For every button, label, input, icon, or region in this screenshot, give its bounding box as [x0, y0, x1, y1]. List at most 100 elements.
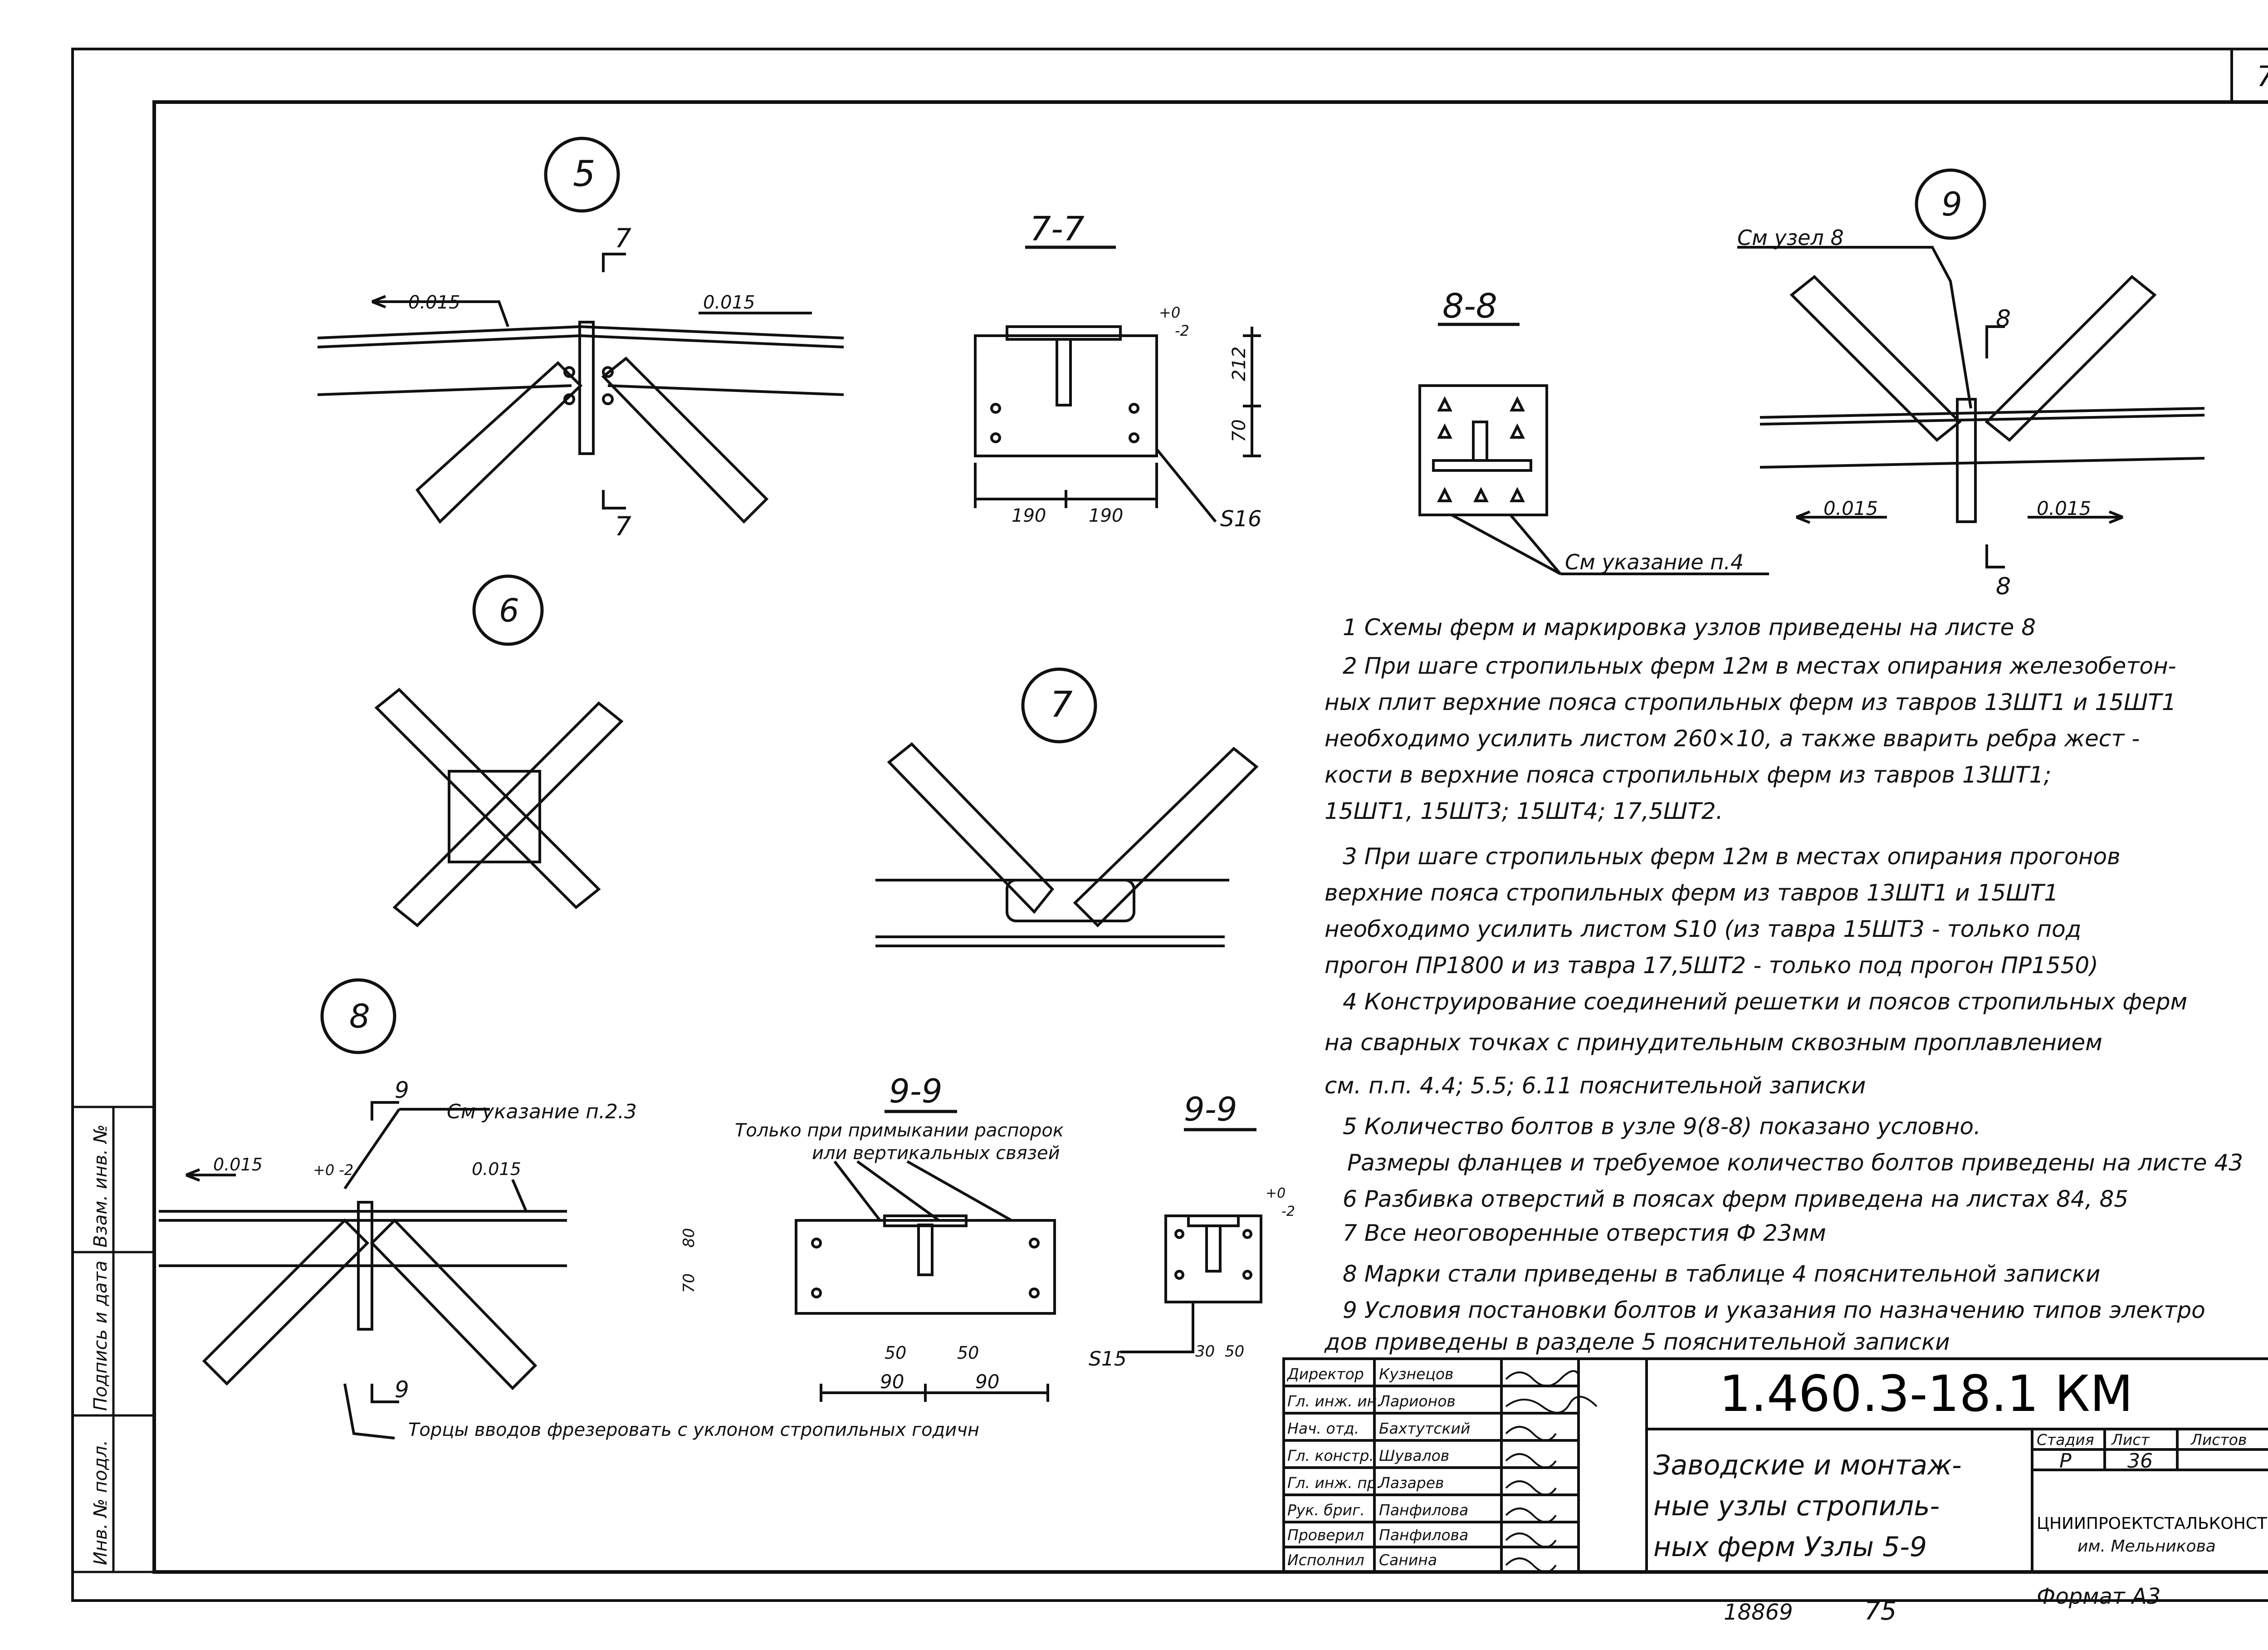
node-8-section-bottom: 9	[395, 1376, 409, 1403]
tb-name-2: Ларионов	[1378, 1392, 1456, 1410]
section-7-7-dim-3: 212	[1229, 347, 1250, 381]
tb-role-7: Проверил	[1287, 1526, 1364, 1544]
section-9-9b-dim-2: 50	[1225, 1342, 1244, 1361]
section-9-9b-tol-1: +0	[1266, 1185, 1286, 1201]
node-8-slope-right: 0.015	[472, 1159, 521, 1179]
sheet-value: 36	[2127, 1449, 2153, 1473]
note-line-7: 3 При шаге стропильных ферм 12м в местах…	[1343, 843, 2121, 870]
doc-code: 1.460.3-18.1 КМ	[1719, 1365, 2133, 1423]
note-line-20: дов приведены в разделе 5 пояснительной …	[1324, 1329, 1950, 1355]
sheet-frame	[71, 48, 2268, 1602]
notes-block: 1 Схемы ферм и маркировка узлов приведен…	[1324, 614, 2243, 1355]
section-9-9a-dim-2: 50	[957, 1343, 979, 1363]
section-7-7-plate: S16	[1220, 506, 1262, 532]
org-name: ЦНИИПРОЕКТСТАЛЬКОНСТРУКЦИЯ	[2037, 1514, 2268, 1533]
note-line-9: необходимо усилить листом S10 (из тавра …	[1325, 916, 2081, 942]
tb-role-8: Исполнил	[1287, 1551, 1364, 1569]
tb-role-6: Рук. бриг.	[1287, 1501, 1365, 1519]
stamp-num-1: 18869	[1724, 1600, 1793, 1625]
node-9-section-bottom: 8	[1996, 573, 2011, 600]
section-9-9b-tol-2: -2	[1281, 1204, 1295, 1219]
section-7-7-tol-1: +0	[1159, 304, 1180, 321]
node-8-slope-left: 0.015	[213, 1155, 263, 1175]
section-8-8-drawing	[1418, 323, 1769, 575]
node-8-drawing	[159, 978, 567, 1439]
tb-name-4: Шувалов	[1379, 1447, 1449, 1464]
section-8-8-title: 8-8	[1442, 287, 1497, 326]
section-7-7-dim-1: 190	[1012, 505, 1046, 526]
tb-name-7: Панфилова	[1379, 1526, 1468, 1544]
stage-label: Стадия	[2037, 1431, 2094, 1449]
note-line-12: на сварных точках с принудительным сквоз…	[1325, 1029, 2102, 1056]
note-line-16: 6 Разбивка отверстий в поясах ферм приве…	[1343, 1186, 2128, 1212]
node-5-slope-left: 0.015	[408, 292, 460, 313]
note-line-3: ных плит верхние пояса стропильных ферм …	[1325, 689, 2176, 715]
section-7-7-dim-4: 70	[1229, 419, 1250, 442]
section-9-9a-drawing	[795, 1110, 1056, 1402]
node-9-slope-left: 0.015	[1823, 497, 1878, 519]
node-9-ref: См узел 8	[1737, 225, 1844, 250]
node-9-drawing	[1737, 168, 2205, 568]
note-line-19: 9 Условия постановки болтов и указания п…	[1343, 1297, 2205, 1323]
node-6-label: 6	[499, 592, 519, 629]
section-9-9b-dim-1: 30	[1195, 1342, 1215, 1361]
side-stamp	[71, 1106, 156, 1573]
side-stamp-3: Инв. № подл.	[90, 1440, 111, 1565]
sheets-label: Листов	[2190, 1431, 2247, 1449]
section-7-7-title: 7-7	[1030, 210, 1085, 249]
section-9-9a-dim-6: 80	[680, 1228, 698, 1248]
section-9-9a-dim-4: 90	[975, 1371, 999, 1393]
section-9-9a-dim-5: 70	[680, 1273, 698, 1293]
section-9-9b-plate: S15	[1089, 1347, 1127, 1371]
section-9-9b-title: 9-9	[1184, 1090, 1237, 1128]
node-8-section-top: 9	[395, 1077, 409, 1103]
org-sub: им. Мельникова	[2077, 1537, 2216, 1556]
note-line-1: 1 Схемы ферм и маркировка узлов приведен…	[1343, 614, 2036, 641]
node-8-label: 8	[349, 997, 370, 1035]
sheet-label: Лист	[2111, 1431, 2150, 1449]
section-9-9a-caption-2: или вертикальных связей	[812, 1143, 1060, 1164]
note-line-6: 15ШТ1, 15ШТ3; 15ШТ4; 17,5ШТ2.	[1325, 798, 1723, 824]
title-block	[1282, 1357, 2268, 1573]
stamp-num-2: 75	[1864, 1596, 1897, 1626]
node-9-section-top: 8	[1996, 305, 2011, 333]
title-line-1: Заводские и монтаж-	[1653, 1449, 1962, 1481]
section-7-7-tol-2: -2	[1175, 322, 1189, 339]
node-5-section-bottom: 7	[615, 511, 631, 542]
note-line-18: 8 Марки стали приведены в таблице 4 пояс…	[1343, 1261, 2100, 1287]
tb-role-5: Гл. инж. пр.	[1287, 1474, 1381, 1492]
title-line-3: ных ферм Узлы 5-9	[1653, 1531, 1927, 1563]
node-7-drawing	[875, 667, 1259, 947]
node-9-slope-right: 0.015	[2037, 497, 2091, 519]
note-line-10: прогон ПР1800 и из тавра 17,5ШТ2 - тольк…	[1325, 952, 2098, 979]
note-line-15: Размеры фланцев и требуемое количество б…	[1347, 1150, 2243, 1176]
section-8-8-ref: См указание п.4	[1565, 550, 1744, 574]
note-line-2: 2 При шаге стропильных ферм 12м в местах…	[1343, 653, 2176, 679]
node-5-slope-right: 0.015	[703, 292, 755, 313]
stamp-format: Формат А3	[2037, 1584, 2160, 1609]
note-line-11: 4 Конструирование соединений решетки и п…	[1343, 989, 2187, 1015]
page-number: 74	[2257, 60, 2268, 93]
section-9-9b-drawing	[1120, 1128, 1262, 1353]
note-line-5: кости в верхние пояса стропильных ферм и…	[1325, 762, 2051, 788]
node-5-label: 5	[573, 154, 596, 195]
node-8-tol: +0 -2	[313, 1161, 353, 1179]
side-stamp-1: Взам. инв. №	[90, 1124, 111, 1248]
tb-role-3: Нач. отд.	[1287, 1420, 1359, 1437]
note-line-4: необходимо усилить листом 260×10, а такж…	[1325, 725, 2140, 752]
section-9-9a-title: 9-9	[889, 1072, 943, 1110]
stage-value: Р	[2059, 1449, 2072, 1473]
node-8-ref: См указание п.2.3	[447, 1100, 637, 1123]
tb-role-2: Гл. инж. ин.	[1287, 1392, 1382, 1410]
node-8-bottom-note: Торцы вводов фрезеровать с уклоном строп…	[408, 1420, 979, 1440]
title-line-2: ные узлы стропиль-	[1653, 1490, 1940, 1522]
node-5-drawing	[317, 137, 844, 524]
section-9-9a-dim-3: 90	[880, 1371, 904, 1393]
section-9-9a-dim-1: 50	[885, 1343, 906, 1363]
tb-name-1: Кузнецов	[1379, 1365, 1453, 1383]
tb-name-8: Санина	[1379, 1551, 1437, 1569]
tb-name-3: Бахтутский	[1379, 1420, 1470, 1437]
section-9-9a-caption-1: Только при примыкании распорок	[735, 1120, 1064, 1141]
tb-signature-scribbles	[1505, 1370, 1598, 1573]
